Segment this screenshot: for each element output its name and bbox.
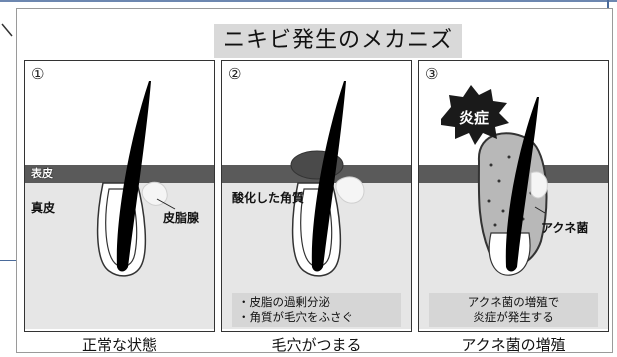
label-sebaceous-gland: 皮脂腺: [163, 211, 200, 225]
panel-number: ③: [425, 65, 439, 83]
page-edge-tick: [607, 0, 609, 14]
label-dermis: 真皮: [31, 201, 56, 215]
side-bracket-mark: [1, 23, 13, 37]
note-line: ・角質が毛穴をふさぐ: [238, 310, 353, 324]
figure-frame: ニキビ発生のメカニズム ① 表皮 真皮 皮脂腺 正常な状態 ② 酸化した角質: [16, 8, 613, 354]
side-rule: [0, 260, 16, 261]
panel-clogged: ② 酸化した角質 ・皮脂の過剰分泌 ・角質が毛穴をふさぐ: [221, 60, 412, 332]
panel-bacteria-illustration: [419, 85, 608, 329]
panel-bacteria: ③ 炎症 アクネ菌 アクネ菌の増殖で 炎症が発生する: [418, 60, 609, 332]
caption-bacteria: アクネ菌の増殖: [461, 336, 566, 354]
panel-number: ①: [31, 65, 45, 83]
panel-normal: ① 表皮 真皮 皮脂腺: [24, 60, 215, 332]
panel-clogged-note: ・皮脂の過剰分泌 ・角質が毛穴をふさぐ: [232, 293, 401, 327]
note-line: 炎症が発生する: [473, 310, 554, 324]
panel-bacteria-note: アクネ菌の増殖で 炎症が発生する: [429, 293, 598, 327]
panel-normal-illustration: [25, 81, 214, 329]
label-oxidized-keratin: 酸化した角質: [232, 191, 305, 205]
page-top-rule: [0, 0, 617, 2]
note-line: アクネ菌の増殖で: [467, 295, 560, 309]
panel-number: ②: [228, 65, 242, 83]
figure-title: ニキビ発生のメカニズム: [214, 24, 462, 87]
caption-normal: 正常な状態: [81, 336, 157, 354]
caption-clogged: 毛穴がつまる: [271, 336, 362, 354]
note-line: ・皮脂の過剰分泌: [238, 295, 330, 309]
label-inflammation: 炎症: [459, 109, 490, 127]
label-epidermis: 表皮: [31, 167, 53, 180]
label-acne-bacteria: アクネ菌: [541, 221, 589, 235]
